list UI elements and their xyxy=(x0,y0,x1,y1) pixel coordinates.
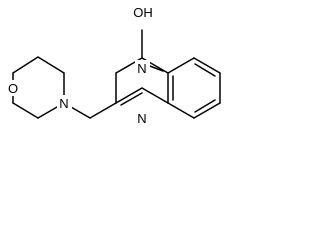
bond-c7-c8-double xyxy=(194,99,216,113)
hydroxyl-label: OH xyxy=(133,5,153,20)
bond-c2-n3-double xyxy=(120,92,143,106)
bond-c5-c6 xyxy=(193,57,221,74)
bond-o-c1 xyxy=(12,56,39,74)
bond-c7-c8 xyxy=(193,102,221,119)
bond-n3-c4 xyxy=(141,87,169,104)
benzene-ring xyxy=(167,57,221,119)
morpholine-oxygen-label: O xyxy=(8,81,18,96)
morpholine-nitrogen-label: N xyxy=(59,96,68,111)
bond-ch2-c2 xyxy=(89,102,117,119)
atom-morpholine-oxygen: O xyxy=(6,80,21,96)
atom-hydroxyl: OH xyxy=(130,4,156,21)
ring-nitrogen-lower-label: N xyxy=(137,111,146,126)
bond-c1-c2 xyxy=(37,56,65,74)
atom-ring-nitrogen-lower: N xyxy=(135,110,150,126)
bond-c2-n3 xyxy=(115,87,143,104)
ring-nitrogen-upper-label: N xyxy=(137,61,146,76)
bond-c3-c4 xyxy=(12,102,39,119)
bond-c8-c8a xyxy=(167,102,195,119)
atom-ring-nitrogen-upper: N xyxy=(135,60,150,76)
atom-morpholine-nitrogen: N xyxy=(57,95,72,111)
bond-c5-c6-double xyxy=(194,63,216,77)
bond-c4a-c5 xyxy=(167,57,195,74)
structure-diagram: O N N N OH xyxy=(6,4,221,126)
